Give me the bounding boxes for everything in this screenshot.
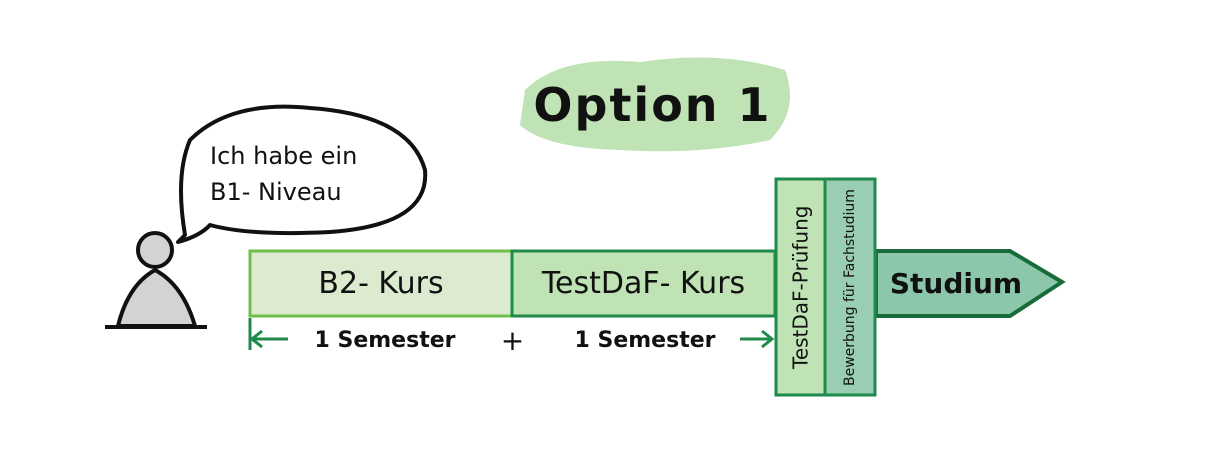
application-box — [823, 177, 877, 397]
testdaf-exam-label: TestDaF-Prüfung — [788, 205, 813, 370]
b2-course-label: B2- Kurs — [318, 266, 444, 301]
application-line-1: Bewerbung — [842, 306, 858, 386]
application-label: Bewerbung für Fachstudium — [825, 185, 875, 390]
testdaf-course-label: TestDaF- Kurs — [541, 266, 746, 301]
duration-plus: + — [500, 323, 525, 357]
speech-line-1: Ich habe ein — [210, 142, 358, 170]
duration-1: 1 Semester — [314, 327, 456, 353]
page-title: Option 1 — [533, 78, 772, 132]
testdaf-exam-box — [774, 177, 827, 397]
application-line-2: für Fachstudium — [842, 189, 858, 303]
duration-2: 1 Semester — [574, 327, 716, 353]
study-label: Studium — [889, 267, 1023, 300]
title-highlight — [520, 57, 790, 152]
speech-line-2: B1- Niveau — [210, 178, 342, 206]
speech-bubble — [176, 104, 428, 244]
speech-bubble-text: Ich habe ein B1- Niveau — [190, 138, 440, 210]
person-icon — [105, 231, 207, 329]
duration-bracket — [248, 318, 775, 350]
